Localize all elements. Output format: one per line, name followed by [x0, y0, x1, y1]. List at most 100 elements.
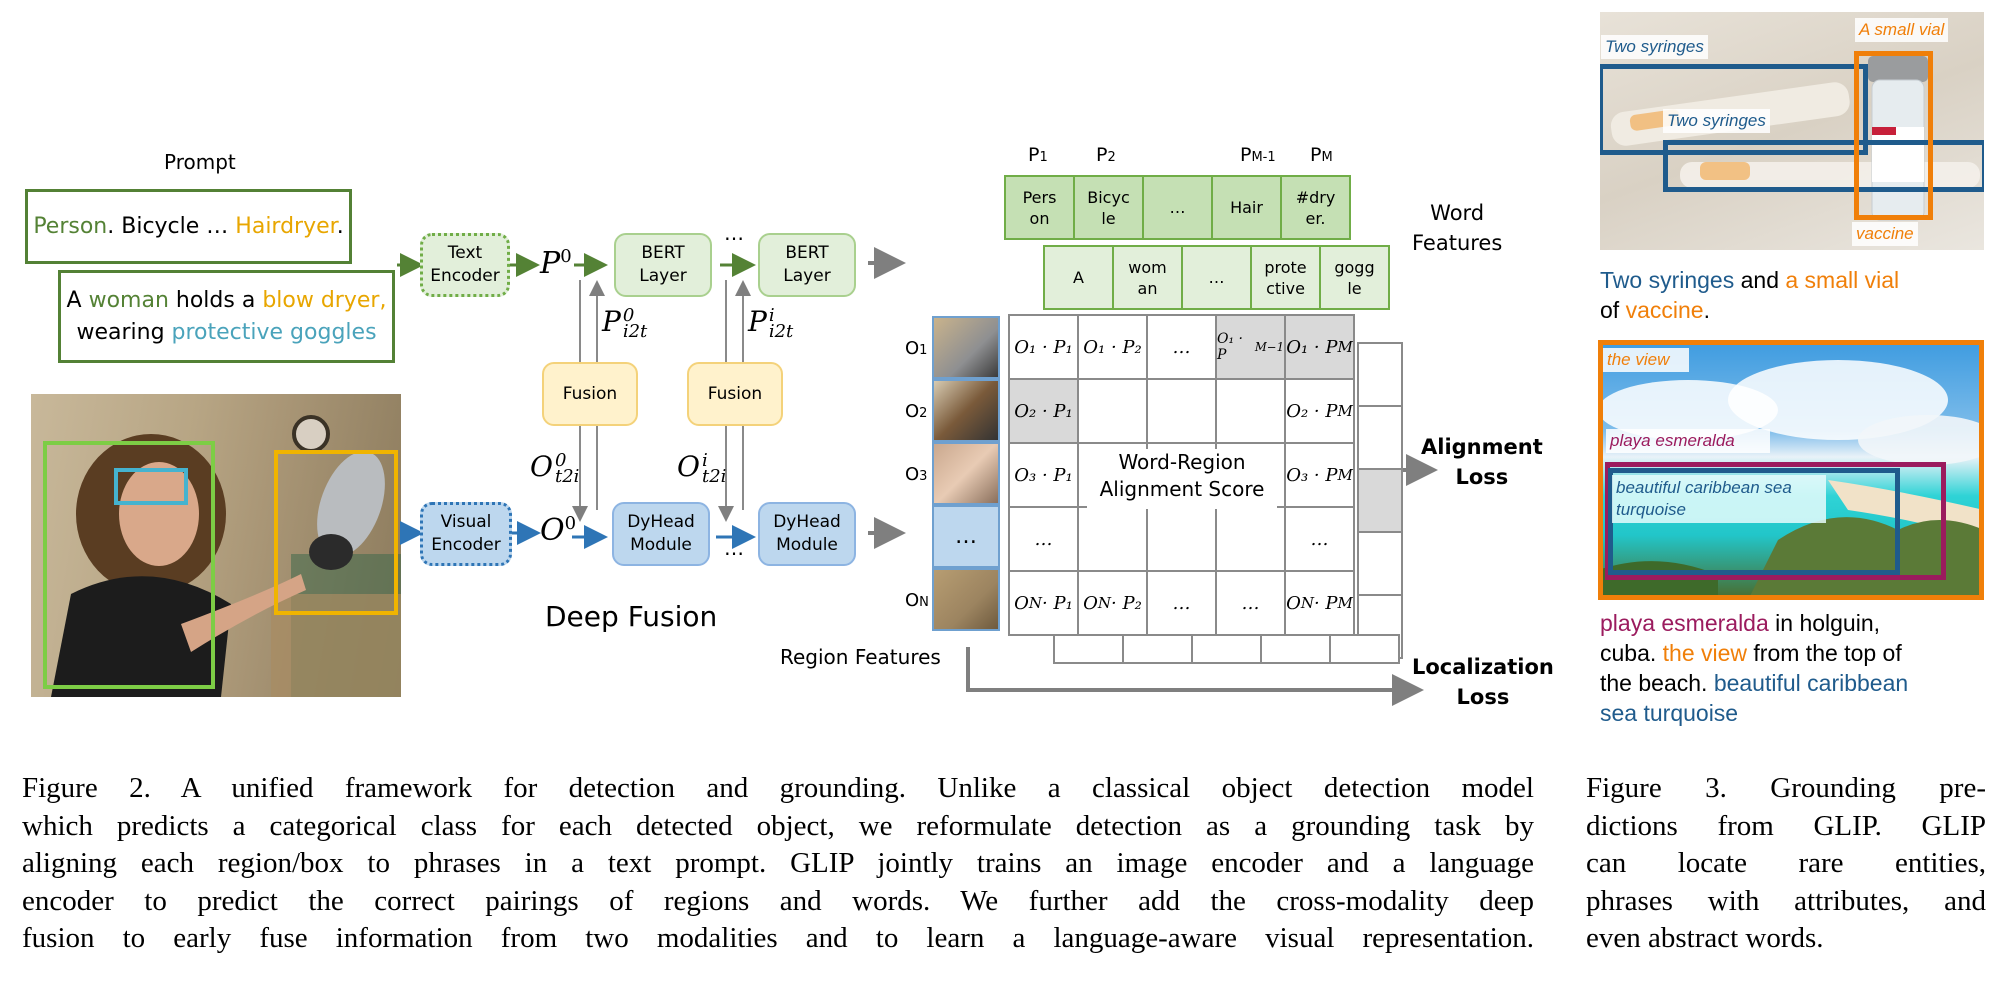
beach-caption-line1: playa esmeralda in holguin,	[1600, 608, 1908, 638]
alignment-score-cell: …	[1146, 570, 1217, 636]
bbox-syringe-1	[1600, 64, 1868, 155]
region-ellipsis-thumb: …	[932, 505, 1000, 568]
alignment-score-cell: …	[1215, 570, 1286, 636]
caption-line: encoder to predict the correct pairings …	[22, 884, 1534, 917]
caption-line: Figure 3. Grounding pre-	[1586, 772, 1986, 804]
tag-two-syringes-2: Two syringes	[1663, 109, 1770, 133]
back-grid-cell	[1357, 342, 1403, 407]
back-grid-cell	[1357, 405, 1403, 470]
tag-playa-esmeralda: playa esmeralda	[1606, 429, 1770, 453]
text-run: of	[1600, 297, 1626, 323]
beach-caption: playa esmeralda in holguin, cuba. the vi…	[1600, 608, 1908, 728]
text-run: vaccine	[1625, 297, 1704, 323]
caption-line: dictions from GLIP. GLIP	[1586, 809, 1986, 842]
dyhead-2-label-1: DyHead	[773, 512, 841, 532]
caption-line: Figure 2. A unified framework for detect…	[22, 772, 1534, 804]
fusion-1-label: Fusion	[562, 383, 618, 404]
visual-encoder-label-1: Visual	[440, 512, 492, 532]
prompt-categories-text: Person. Bicycle … Hairdryer.	[33, 211, 343, 243]
bbox-person	[43, 441, 215, 689]
bbox-goggles	[114, 468, 188, 505]
region-thumbnail	[932, 568, 1000, 631]
back-grid-cell	[1357, 531, 1403, 596]
back-grid-cell	[1329, 634, 1400, 664]
p-label: PM-1	[1240, 144, 1276, 166]
text-run: Person	[33, 213, 108, 239]
fusion-2-label: Fusion	[707, 383, 763, 404]
figure-2-caption: Figure 2. A unified framework for detect…	[22, 770, 1534, 958]
region-thumbnail	[932, 442, 1000, 505]
text-run: holds a	[168, 287, 263, 313]
bbox-syringe-2	[1663, 140, 1984, 192]
alignment-score-cell: O₁ · P₂	[1077, 314, 1148, 380]
tag-small-vial: A small vial	[1855, 18, 1949, 42]
region-thumbnail	[932, 316, 1000, 379]
text-run: Hairdryer	[235, 213, 337, 239]
alignment-score-cell: O₂ · P₁	[1008, 378, 1079, 444]
alignment-score-cell	[1077, 378, 1148, 444]
tag-the-view: the view	[1603, 348, 1689, 372]
text-run: sea turquoise	[1600, 700, 1739, 726]
prompt-box-caption: A woman holds a blow dryer, wearing prot…	[58, 270, 395, 363]
figure-3-caption: Figure 3. Grounding pre- dictions from G…	[1586, 770, 1986, 958]
bert-layer-1: BERT Layer	[614, 233, 712, 297]
dyhead-1-label-1: DyHead	[627, 512, 695, 532]
back-grid-cell	[1191, 634, 1262, 664]
alignment-score-cell: …	[1008, 506, 1079, 572]
alignment-score-cell: …	[1284, 506, 1355, 572]
bert-layer-1-label-1: BERT	[641, 243, 685, 263]
visual-encoder-label-2: Encoder	[431, 535, 501, 555]
back-grid-cell	[1357, 468, 1403, 533]
text-encoder-label-1: Text	[447, 243, 483, 263]
alignment-score-cell	[1215, 506, 1286, 572]
bert-layer-1-label-2: Layer	[639, 266, 687, 286]
alignment-score-cell: …	[1146, 314, 1217, 380]
p0-symbol: P0	[540, 246, 572, 281]
word-token: …	[1142, 175, 1213, 240]
p-label: P2	[1096, 144, 1116, 166]
bbox-caribbean-sea	[1608, 468, 1900, 575]
text-run: the view	[1662, 640, 1748, 666]
text-run: in holguin,	[1768, 610, 1881, 636]
dyhead-1-label-2: Module	[630, 535, 692, 555]
text-run: from the top of	[1747, 640, 1902, 666]
region-label: ON	[905, 590, 929, 611]
prompt-title: Prompt	[164, 150, 236, 174]
caption-line: which predicts a categorical class for e…	[22, 809, 1534, 842]
tag-vaccine: vaccine	[1852, 222, 1918, 246]
bert-layer-2-label-1: BERT	[785, 243, 829, 263]
arrow-localization-loss	[966, 647, 1424, 706]
prompt-caption-line1: A woman holds a blow dryer,	[67, 285, 387, 317]
beach-caption-line4: sea turquoise	[1600, 698, 1908, 728]
bert-ellipsis: …	[724, 221, 744, 245]
text-run: blow dryer,	[262, 287, 387, 313]
bbox-vial	[1854, 51, 1933, 220]
fusion-1: Fusion	[542, 362, 638, 426]
text-run: beautiful caribbean	[1713, 670, 1909, 696]
beach-caption-line3: the beach. beautiful caribbean	[1600, 668, 1908, 698]
grounding-image-syringes: Two syringes Two syringes A small vial v…	[1600, 12, 1984, 250]
text-run: wearing	[76, 319, 172, 345]
region-label: O2	[905, 401, 928, 422]
word-token: Hair	[1211, 175, 1282, 240]
alignment-score-cell	[1077, 506, 1148, 572]
text-run: .	[1703, 297, 1710, 323]
caption-line: phrases with attributes, and	[1586, 884, 1986, 917]
caption-line: fusion to early fuse information from tw…	[22, 922, 1534, 954]
text-run: woman	[88, 287, 169, 313]
